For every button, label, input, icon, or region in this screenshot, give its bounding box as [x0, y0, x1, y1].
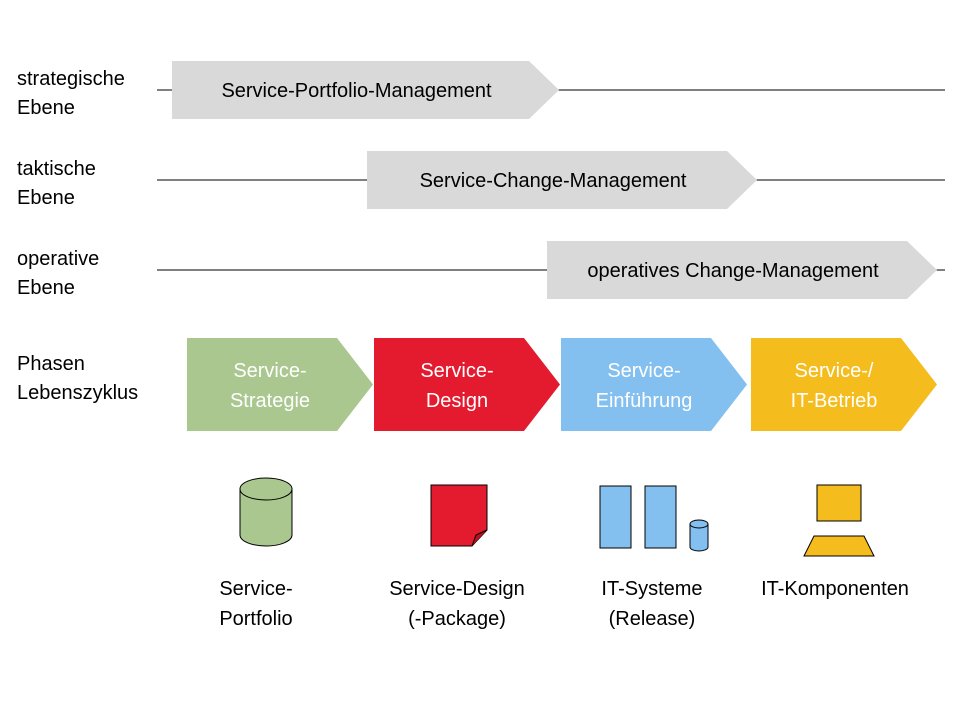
phase-chevron-3: Service- Einführung — [561, 338, 747, 431]
artifact-label-line: (Release) — [609, 608, 696, 630]
phase-label-line: Strategie — [230, 390, 310, 412]
process-chevron — [547, 241, 937, 299]
artifact-caption-3: IT-Systeme (Release) — [601, 578, 702, 630]
computer-icon — [803, 484, 875, 557]
artifact-label-line: (-Package) — [408, 608, 506, 630]
level-label-lifecycle: Phasen Lebenszyklus — [17, 353, 139, 404]
artifact-caption-1: Service- Portfolio — [219, 578, 292, 630]
artifact-label-line: Service- — [219, 578, 292, 600]
phase-label-line: Einführung — [596, 390, 693, 412]
process-band-strategic: Service-Portfolio-Management — [157, 61, 945, 119]
phase-shape — [187, 338, 373, 431]
phase-shape — [374, 338, 560, 431]
process-label: Service-Portfolio-Management — [221, 80, 492, 102]
process-band-operative: operatives Change-Management — [157, 241, 945, 299]
phase-label-line: Service-/ — [795, 360, 874, 382]
level-label-strategic: strategische Ebene — [17, 68, 125, 119]
level-label-tactical: taktische Ebene — [17, 158, 96, 209]
process-label: operatives Change-Management — [587, 260, 879, 282]
phase-label-line: Service- — [607, 360, 680, 382]
phase-chevron-2: Service- Design — [374, 338, 560, 431]
artifact-label-line: IT-Systeme — [601, 578, 702, 600]
process-label: Service-Change-Management — [420, 170, 687, 192]
process-chevron — [367, 151, 757, 209]
artifact-caption-4: IT-Komponenten — [761, 578, 909, 600]
process-chevron — [172, 61, 559, 119]
phase-label-line: Service- — [420, 360, 493, 382]
phase-chevron-1: Service- Strategie — [187, 338, 373, 431]
level-label-operative: operative Ebene — [17, 248, 100, 299]
phase-label-line: IT-Betrieb — [791, 390, 878, 412]
phase-chevron-4: Service-/ IT-Betrieb — [751, 338, 937, 431]
artifact-label-line: IT-Komponenten — [761, 578, 909, 600]
database-icon — [239, 477, 293, 547]
phase-shape — [751, 338, 937, 431]
artifact-label-line: Service-Design — [389, 578, 525, 600]
servers-icon — [599, 485, 709, 552]
artifact-caption-2: Service-Design (-Package) — [389, 578, 525, 630]
process-band-tactical: Service-Change-Management — [157, 151, 945, 209]
document-icon — [430, 484, 488, 547]
phase-label-line: Design — [426, 390, 488, 412]
phase-shape — [561, 338, 747, 431]
artifact-label-line: Portfolio — [219, 608, 292, 630]
phase-label-line: Service- — [233, 360, 306, 382]
